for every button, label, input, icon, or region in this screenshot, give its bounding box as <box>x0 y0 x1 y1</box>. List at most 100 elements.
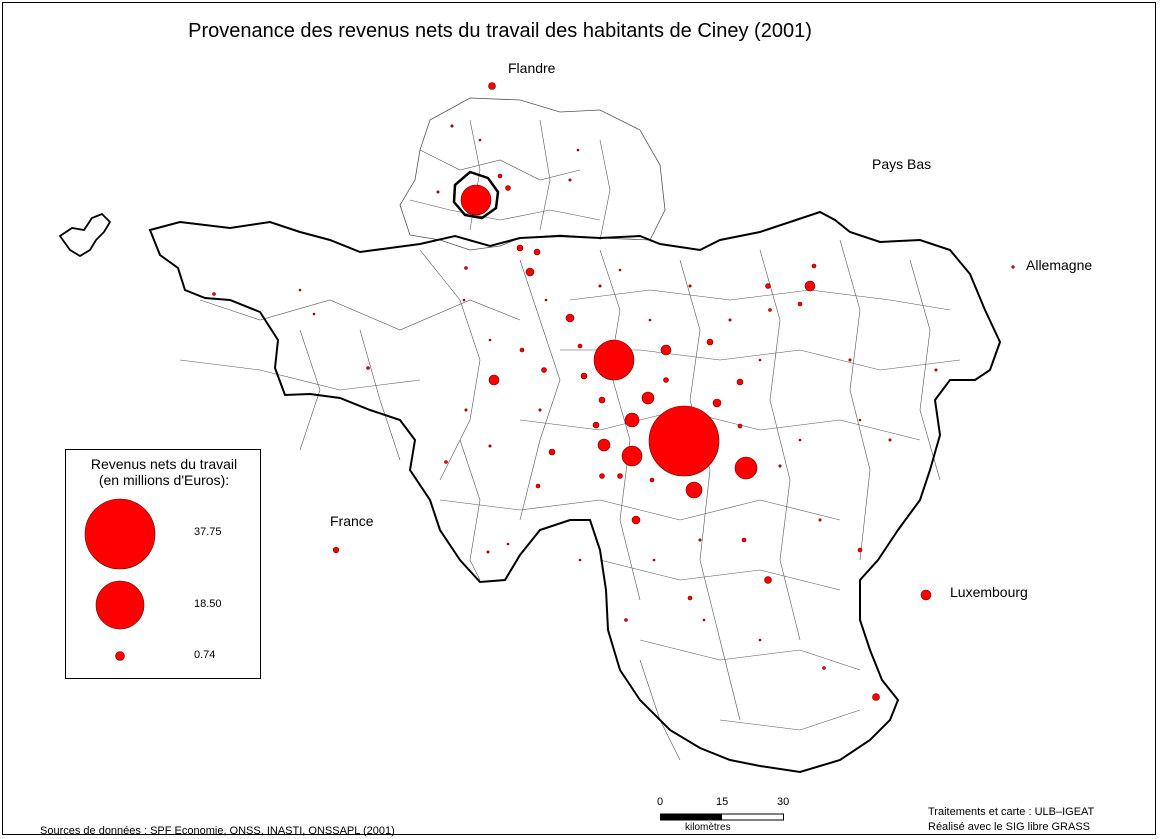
symbol-symbol-am <box>768 308 772 312</box>
symbol-symbol-i <box>804 280 816 292</box>
wallonia-outline <box>148 210 1002 774</box>
symbol-symbol-bu <box>462 298 466 302</box>
symbol-symbol-w <box>765 283 771 289</box>
scale-tick-15: 15 <box>716 796 729 808</box>
symbol-symbol-l <box>764 576 772 584</box>
symbol-symbol-bh <box>464 408 468 412</box>
legend-symbols <box>84 498 156 661</box>
legend-title-line2: (en millions d'Euros): <box>98 472 230 488</box>
symbol-symbol-u <box>533 248 541 256</box>
symbol-symbol-z <box>617 473 623 479</box>
symbol-symbol-r <box>736 378 744 386</box>
symbol-symbol-be <box>818 518 822 522</box>
symbol-symbol-aa <box>599 473 605 479</box>
symbol-symbol-d <box>660 344 672 356</box>
symbol-symbol-bx <box>478 138 482 142</box>
symbol-symbol-bb <box>436 190 440 194</box>
symbol-symbol-p <box>592 421 600 429</box>
symbol-symbol-v <box>505 185 511 191</box>
symbol-symbol-bo <box>798 438 802 442</box>
symbol-luxembourg <box>920 589 932 601</box>
symbol-symbol-ak <box>797 301 803 307</box>
label-pays-bas: Pays Bas <box>872 156 932 172</box>
symbol-symbol-bv <box>544 298 548 302</box>
symbol-symbol-by <box>702 618 706 622</box>
symbol-symbol-n <box>580 372 588 380</box>
symbol-symbol-q <box>598 396 606 404</box>
symbol-symbol-bd <box>778 464 782 468</box>
symbol-symbol-aj <box>737 423 743 429</box>
symbol-symbol-h <box>525 267 535 277</box>
symbol-symbol-ai <box>649 477 655 483</box>
symbol-symbol-m <box>872 693 880 701</box>
symbol-symbol-bz <box>758 638 762 642</box>
symbol-symbol-f <box>488 374 500 386</box>
symbol-symbol-al <box>497 173 503 179</box>
symbol-symbol-bc <box>848 358 852 362</box>
symbol-symbol-bp <box>858 418 862 422</box>
symbol-flandre <box>488 82 496 90</box>
legend-value-large: 37.75 <box>194 526 222 538</box>
symbol-symbol-af <box>811 263 817 269</box>
symbol-symbol-aq <box>366 366 370 370</box>
symbol-symbol-as <box>444 460 448 464</box>
scale-unit: kilomètres <box>685 822 731 833</box>
symbol-symbol-o <box>548 448 556 456</box>
legend-symbol-small <box>115 651 125 661</box>
symbol-symbol-ah <box>577 343 583 349</box>
symbol-symbol-ar <box>212 292 216 296</box>
symbol-brussels <box>460 184 492 216</box>
symbol-symbol-bq <box>758 358 762 362</box>
municipal-boundaries <box>179 119 961 761</box>
symbol-symbol-ap <box>822 666 826 670</box>
symbol-symbol-az <box>450 124 454 128</box>
label-france: France <box>330 513 374 529</box>
symbol-symbol-b <box>624 412 640 428</box>
label-flandre: Flandre <box>508 60 556 76</box>
symbol-symbol-a <box>685 481 703 499</box>
symbol-symbol-ag <box>519 347 525 353</box>
legend-value-small: 0.74 <box>194 649 216 661</box>
symbol-symbol-x <box>541 367 547 373</box>
symbol-symbol-ay <box>934 368 938 372</box>
symbol-symbol-bj <box>298 288 302 292</box>
symbol-symbol-ae <box>857 547 863 553</box>
symbol-symbol-e <box>597 438 611 452</box>
label-allemagne: Allemagne <box>1026 257 1093 273</box>
map-title: Provenance des revenus nets du travail d… <box>188 20 812 42</box>
symbol-symbol-bi <box>488 444 492 448</box>
credits-line2: Réalisé avec le SIG libre GRASS <box>928 821 1091 833</box>
symbol-symbol-k <box>712 398 722 408</box>
symbol-symbol-bn <box>652 558 656 562</box>
symbol-symbol-g <box>565 313 575 323</box>
symbol-symbol-an <box>464 266 468 270</box>
symbol-symbol-y <box>663 377 669 383</box>
scale-bar-graphic <box>660 813 784 821</box>
symbol-symbol-bf <box>698 538 702 542</box>
symbol-symbol-ba <box>568 178 572 182</box>
credits-line1: Traitements et carte : ULB–IGEAT <box>928 806 1095 818</box>
symbol-marche <box>621 445 643 467</box>
symbol-dinant-area <box>734 456 758 480</box>
symbol-allemagne <box>1011 265 1015 269</box>
symbol-symbol-bm <box>578 558 582 562</box>
legend-title: Revenus nets du travail (en millions d'E… <box>66 456 262 488</box>
symbol-symbol-av <box>688 284 692 288</box>
symbol-symbol-bk <box>312 312 316 316</box>
legend-title-line1: Revenus nets du travail <box>90 456 238 472</box>
brussels-outline <box>452 170 500 220</box>
symbol-symbol-bg <box>538 408 542 412</box>
symbol-symbol-ab <box>535 483 541 489</box>
symbol-france <box>332 546 340 554</box>
symbol-symbol-at <box>486 550 490 554</box>
symbol-symbol-c <box>641 391 655 405</box>
symbol-symbol-ac <box>687 595 693 601</box>
scale-tick-30: 30 <box>777 796 790 808</box>
symbol-symbol-ad <box>741 537 747 543</box>
credits: Traitements et carte : ULB–IGEAT Réalisé… <box>928 805 1094 835</box>
legend-box: Revenus nets du travail (en millions d'E… <box>65 449 261 679</box>
comines-enclave <box>58 212 112 258</box>
legend-value-medium: 18.50 <box>194 598 222 610</box>
